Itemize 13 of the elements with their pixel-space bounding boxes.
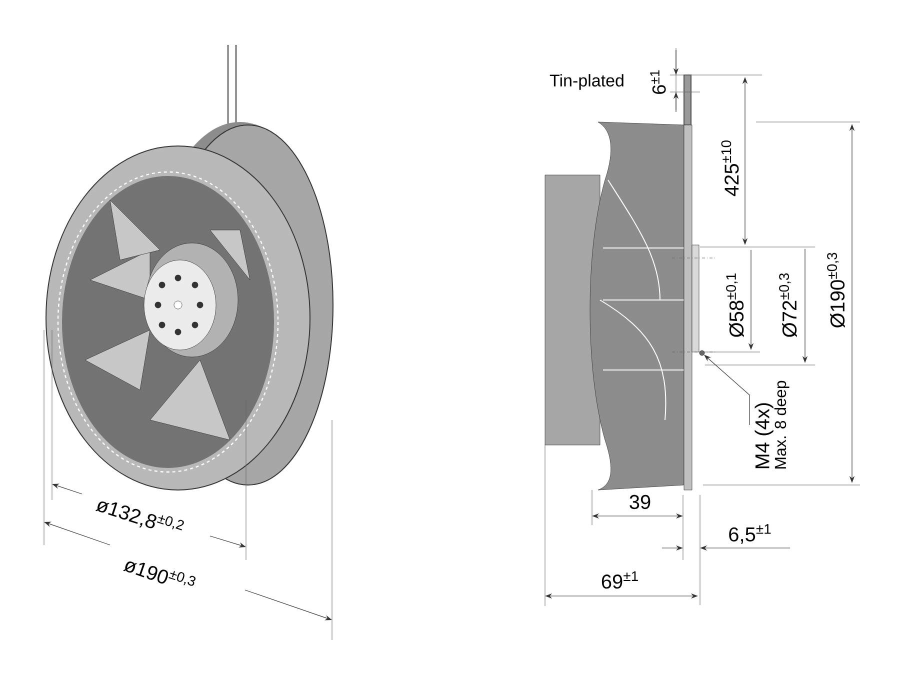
note-text: M4 (4x) Max. 8 deep — [754, 380, 790, 468]
dimension-text: Ø72$^{±0,3}$ — [778, 271, 798, 339]
mounting-hole — [699, 350, 705, 356]
dimension-text: 425$^{±10}$ — [720, 138, 740, 198]
dimension-text: 6,5$^{±1}$ — [727, 523, 773, 545]
dimension-text: 39 — [628, 494, 652, 510]
dimension-text: ø190$^{±0,3}$ — [121, 552, 199, 596]
dimension-text: Ø58$^{±0,1}$ — [725, 271, 745, 339]
dimension-text: Ø190$^{±0,3}$ — [826, 250, 846, 330]
dimension-text: 6$^{±1}$ — [649, 68, 667, 96]
dimension-text: Tin-plated — [548, 73, 626, 91]
dimension-text: 69$^{±1}$ — [600, 570, 640, 590]
dimension-text: ø132,8$^{±0,2}$ — [92, 492, 188, 542]
